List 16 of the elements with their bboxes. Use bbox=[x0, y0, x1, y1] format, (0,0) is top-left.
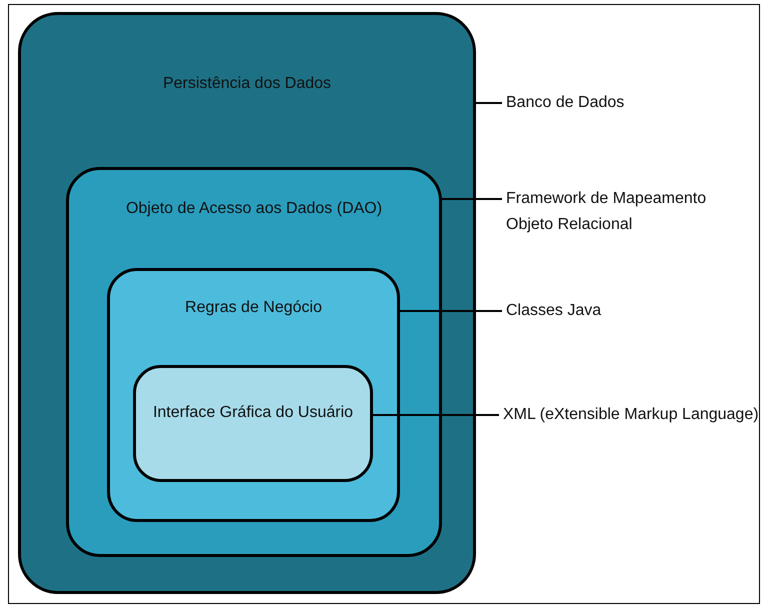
layer-box bbox=[18, 12, 476, 594]
layer-title: Interface Gráfica do Usuário bbox=[152, 404, 354, 422]
side-label: XML (eXtensible Markup Language) bbox=[503, 402, 761, 428]
side-label: Framework de Mapeamento Objeto Relacional bbox=[506, 186, 731, 238]
layer-title: Regras de Negócio bbox=[184, 299, 323, 317]
layer-box bbox=[133, 365, 373, 482]
layer-box bbox=[107, 268, 400, 522]
leader-line bbox=[373, 414, 499, 416]
layer-title: Persistência dos Dados bbox=[162, 75, 332, 93]
layer-title: Objeto de Acesso aos Dados (DAO) bbox=[124, 200, 384, 218]
leader-line bbox=[442, 198, 502, 200]
layer-box bbox=[66, 167, 442, 557]
leader-line bbox=[400, 310, 502, 312]
side-label: Classes Java bbox=[506, 298, 756, 324]
side-label: Banco de Dados bbox=[506, 90, 756, 116]
leader-line bbox=[476, 102, 502, 104]
